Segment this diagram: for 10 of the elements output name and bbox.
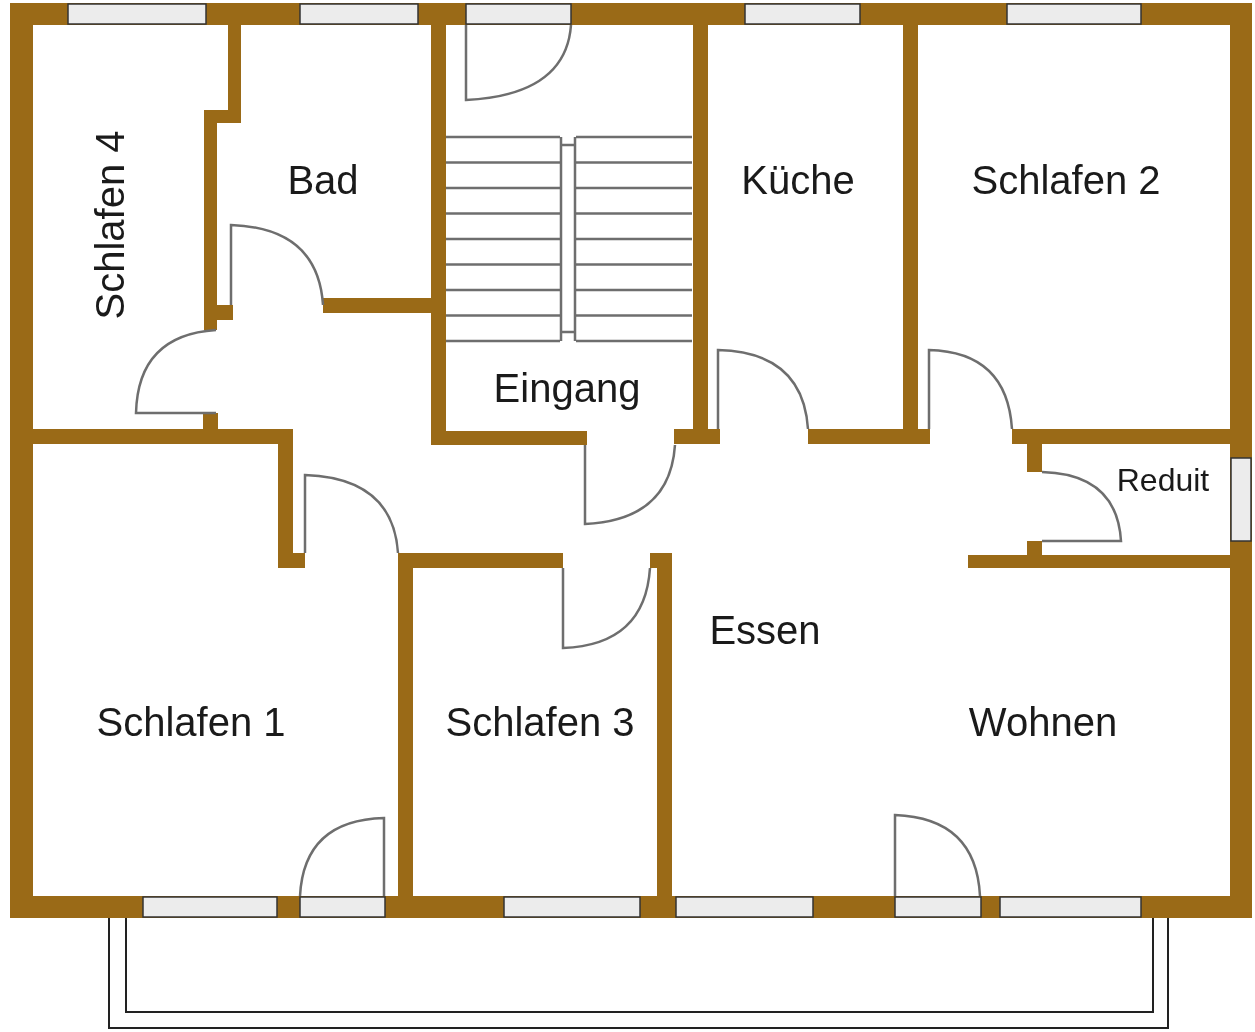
room-label: Schlafen 2: [971, 160, 1161, 200]
room-label: Schlafen 3: [445, 702, 635, 742]
room-label: Schlafen 1: [96, 702, 286, 742]
room-label: Schlafen 4: [90, 130, 130, 320]
room-label: Essen: [709, 610, 821, 650]
room-label: Reduit: [1116, 464, 1210, 496]
room-label: Bad: [287, 160, 359, 200]
room-label: Wohnen: [968, 702, 1118, 742]
room-label: Eingang: [493, 368, 641, 408]
room-label: Küche: [741, 160, 855, 200]
